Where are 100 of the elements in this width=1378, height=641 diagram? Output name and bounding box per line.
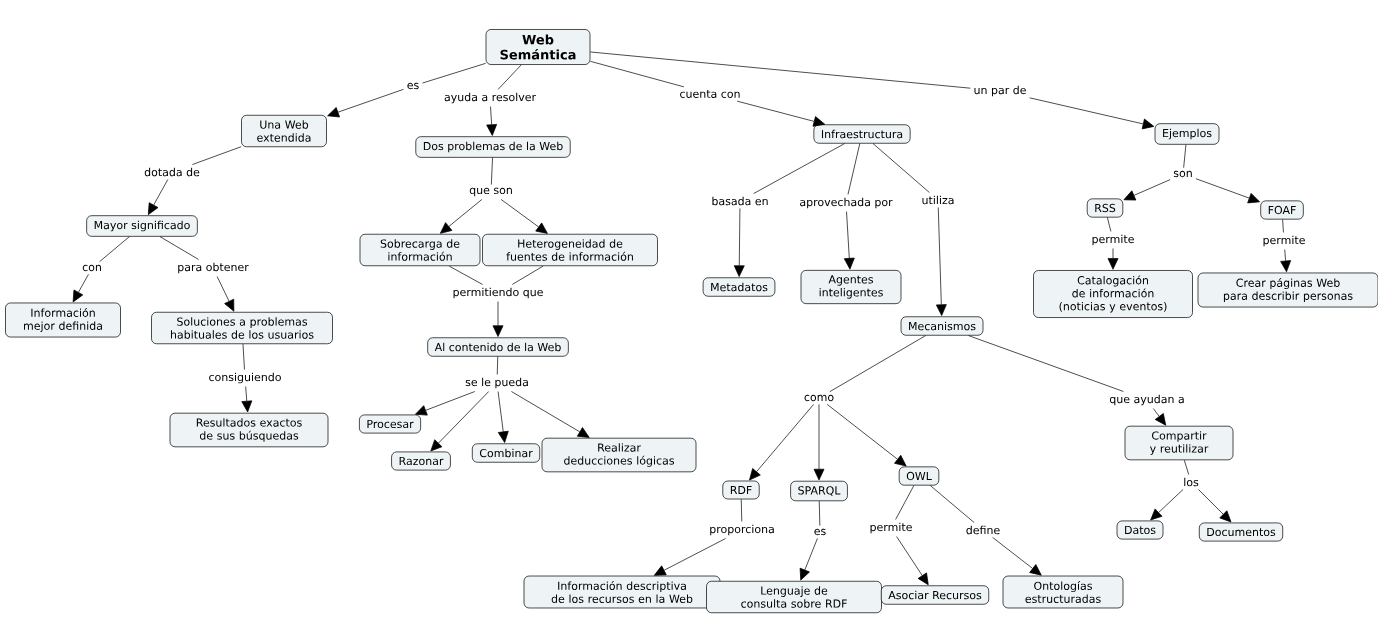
arrow	[440, 199, 483, 234]
concept-box: Mayor significado	[86, 215, 198, 237]
concept-box: RSS	[1086, 198, 1124, 218]
linking-phrase: con	[82, 264, 101, 272]
concept-box: Una Web extendida	[241, 114, 327, 148]
connector-line	[818, 500, 821, 526]
connector-line	[590, 60, 685, 88]
connector-line	[497, 64, 522, 90]
linking-phrase: para obtener	[178, 262, 249, 274]
arrow	[497, 391, 509, 443]
concept-box: FOAF	[1260, 200, 1304, 220]
connector-line	[242, 343, 245, 370]
concept-box: Ontologías estructuradas	[1002, 575, 1124, 609]
arrow	[241, 386, 253, 413]
connector-line	[1183, 144, 1187, 168]
linking-phrase: que son	[469, 187, 512, 197]
concept-box: Resultados exactos de sus búsquedas	[169, 412, 329, 448]
connector-line	[753, 143, 845, 194]
connector-line	[448, 265, 483, 285]
linking-phrase: es	[814, 528, 826, 536]
linking-phrase: se le pueda	[465, 377, 528, 389]
concept-box: Heterogeneidad de fuentes de información	[482, 233, 658, 267]
arrow	[896, 536, 929, 586]
linking-phrase: basada en	[712, 196, 768, 206]
concept-box: Información mejor definida	[5, 302, 121, 338]
concept-box: RDF	[722, 480, 760, 500]
arrow	[733, 208, 745, 277]
concept-box: Dos problemas de la Web	[415, 136, 571, 158]
arrow	[415, 391, 476, 416]
connector-line	[99, 236, 130, 262]
concept-box: Lenguaje de consulta sobre RDF	[706, 580, 882, 614]
arrow	[799, 538, 818, 581]
arrow	[813, 404, 825, 481]
connector-line	[159, 236, 199, 260]
arrow	[1123, 179, 1171, 201]
arrow	[492, 301, 504, 337]
linking-phrase: permite	[1263, 235, 1305, 247]
concept-box: Mecanismos	[900, 316, 984, 336]
linking-phrase: es	[407, 82, 419, 90]
linking-phrase: define	[966, 525, 1000, 535]
concept-box: Información descriptiva de los recursos en la Web	[523, 575, 721, 609]
concept-box: Soluciones a problemas habituales de los usuarios	[151, 311, 333, 345]
concept-box: Datos	[1116, 520, 1164, 540]
arrow	[654, 538, 726, 576]
linking-phrase: permite	[870, 522, 912, 534]
connector-line	[192, 146, 242, 165]
connector-line	[1282, 219, 1284, 233]
arrow	[327, 88, 404, 118]
concept-box: Al contenido de la Web	[427, 337, 569, 357]
arrow	[1195, 178, 1260, 204]
linking-phrase: ayuda a resolver	[444, 92, 537, 104]
arrow	[72, 274, 89, 303]
linking-phrase: dotada de	[144, 167, 200, 177]
concept-box: Procesar	[359, 414, 421, 434]
arrow	[843, 211, 855, 270]
connector-line	[511, 265, 544, 285]
linking-phrase: cuenta con	[680, 90, 740, 98]
concept-box: Metadatos	[702, 277, 776, 297]
arrow	[1153, 408, 1167, 426]
arrow	[1107, 248, 1119, 270]
arrow	[826, 404, 907, 467]
linking-phrase: un par de	[974, 85, 1026, 97]
linking-phrase: permitiendo que	[453, 287, 543, 299]
concept-box: Compartir y reutilizar	[1124, 425, 1234, 461]
concept-box: Documentos	[1198, 522, 1284, 542]
connector-line	[590, 51, 971, 89]
linking-phrase: como	[804, 394, 834, 402]
linking-phrase: los	[1184, 477, 1199, 487]
concept-box: Realizar deducciones lógicas	[541, 437, 697, 473]
connector-line	[496, 356, 499, 375]
arrow	[1198, 489, 1232, 523]
linking-phrase: consiguiendo	[209, 372, 281, 384]
concept-box: Agentes inteligentes	[800, 270, 902, 304]
arrow	[500, 199, 548, 234]
arrow	[935, 207, 947, 316]
concept-box: Ejemplos	[1154, 123, 1220, 145]
concept-box: Asociar Recursos	[880, 585, 990, 605]
arrow	[148, 179, 169, 215]
arrow	[216, 276, 235, 312]
linking-phrase: permite	[1092, 234, 1134, 246]
concept-box: Razonar	[391, 451, 451, 471]
connector-line	[847, 143, 861, 195]
arrow	[1150, 489, 1184, 521]
linking-phrase: utiliza	[922, 195, 954, 205]
concept-box: Sobrecarga de información	[359, 233, 481, 267]
arrow	[511, 391, 590, 438]
concept-box: Crear páginas Web para describir personas	[1197, 272, 1378, 308]
concept-box: OWL	[898, 466, 940, 486]
concept-box: Catalogación de información (noticias y eventos)	[1033, 270, 1193, 318]
concept-box: SPARQL	[790, 480, 848, 502]
connector-line	[1183, 459, 1190, 475]
connector-line	[872, 143, 930, 193]
linking-phrase: proporciona	[710, 524, 774, 536]
arrow	[1029, 97, 1155, 130]
connector-line	[929, 485, 975, 523]
arrow	[749, 404, 814, 481]
linking-phrase: que ayudan a	[1109, 394, 1184, 406]
connector-line	[1107, 217, 1112, 232]
connector-line	[491, 157, 493, 185]
connector-line	[968, 335, 1124, 392]
